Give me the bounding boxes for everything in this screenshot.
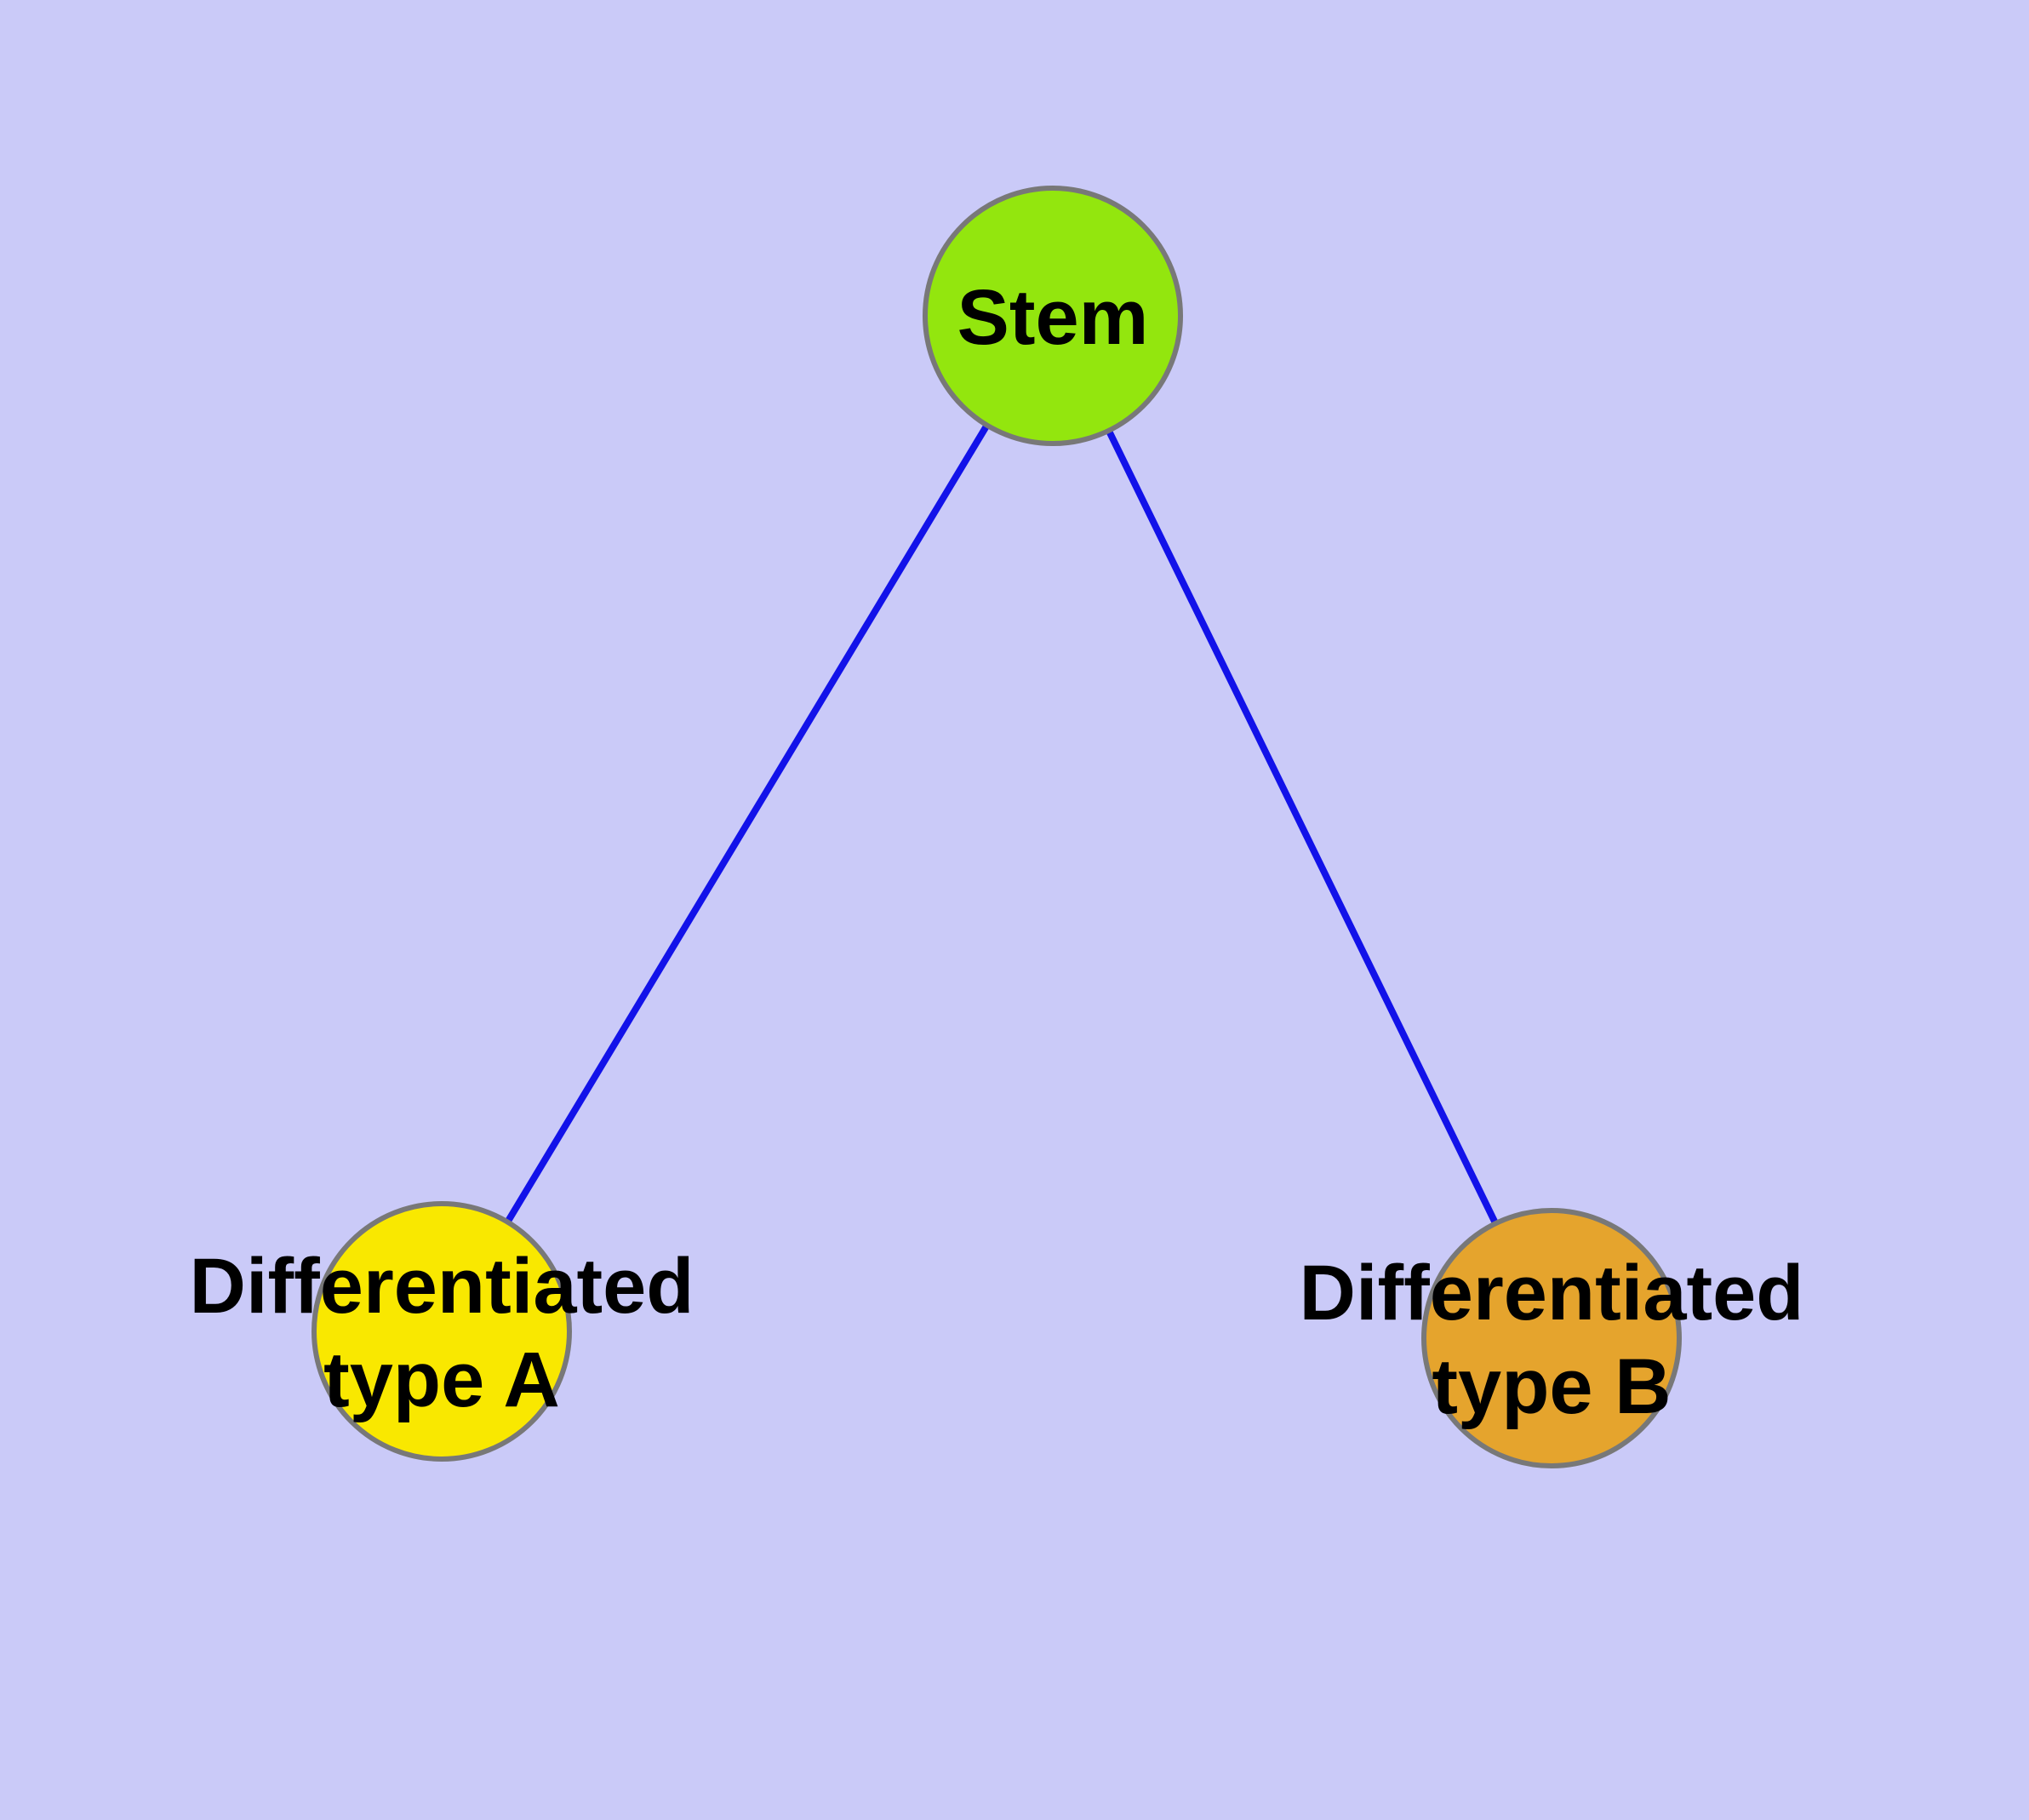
node-differentiated-type-b-label-line-1: Differentiated [1300, 1250, 1804, 1336]
node-differentiated-type-a-label-line-2: type A [323, 1336, 560, 1423]
node-stem-label: Stem [957, 274, 1149, 361]
edge-stem-to-differentiated-type-b [1049, 312, 1555, 1342]
edges-layer [438, 312, 1555, 1342]
node-differentiated-type-a-label-line-1: Differentiated [190, 1243, 694, 1330]
node-stem-label-line-1: Stem [957, 274, 1149, 361]
node-differentiated-type-b-label-line-2: type B [1432, 1343, 1671, 1430]
edge-stem-to-differentiated-type-a [438, 312, 1056, 1335]
nodes-layer [311, 186, 1682, 1468]
node-differentiated-type-b-circle [1421, 1208, 1682, 1468]
node-differentiated-type-a-circle [311, 1201, 572, 1462]
node-stem-circle [923, 186, 1183, 446]
